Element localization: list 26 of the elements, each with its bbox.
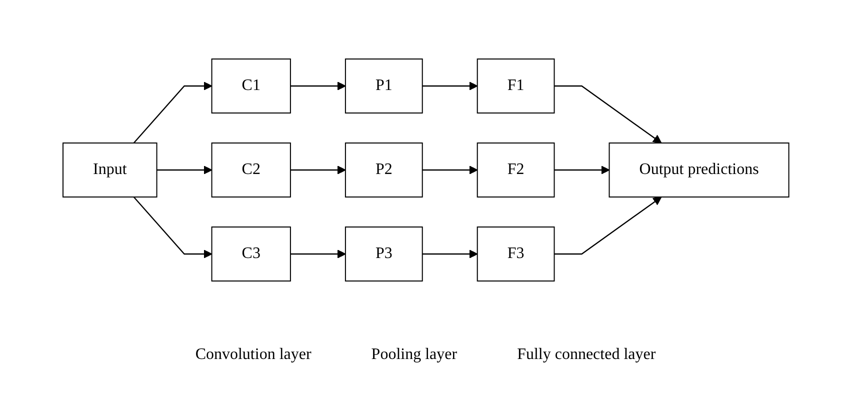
arrow <box>290 82 346 90</box>
node-box: C1 <box>210 58 291 114</box>
arrow <box>554 85 662 144</box>
node-box: C3 <box>210 226 291 282</box>
arrow <box>132 82 212 144</box>
node-box: Input <box>62 142 157 198</box>
arrow <box>290 250 346 258</box>
node-box: F1 <box>476 58 554 114</box>
layer-caption: Pooling layer <box>371 346 458 364</box>
arrow <box>422 166 478 174</box>
node-box: P1 <box>344 58 422 114</box>
arrow <box>156 166 212 174</box>
arrow <box>422 250 478 258</box>
node-box: F3 <box>476 226 554 282</box>
arrow <box>290 166 346 174</box>
arrow <box>132 196 212 258</box>
arrow <box>554 196 662 255</box>
node-box: P2 <box>344 142 422 198</box>
layer-caption: Convolution layer <box>195 346 312 364</box>
node-box: F2 <box>476 142 554 198</box>
layer-caption: Fully connected layer <box>517 346 656 364</box>
node-box: C2 <box>210 142 291 198</box>
node-box: P3 <box>344 226 422 282</box>
arrow <box>422 82 478 90</box>
node-box: Output predictions <box>608 142 789 198</box>
arrow <box>554 166 610 174</box>
